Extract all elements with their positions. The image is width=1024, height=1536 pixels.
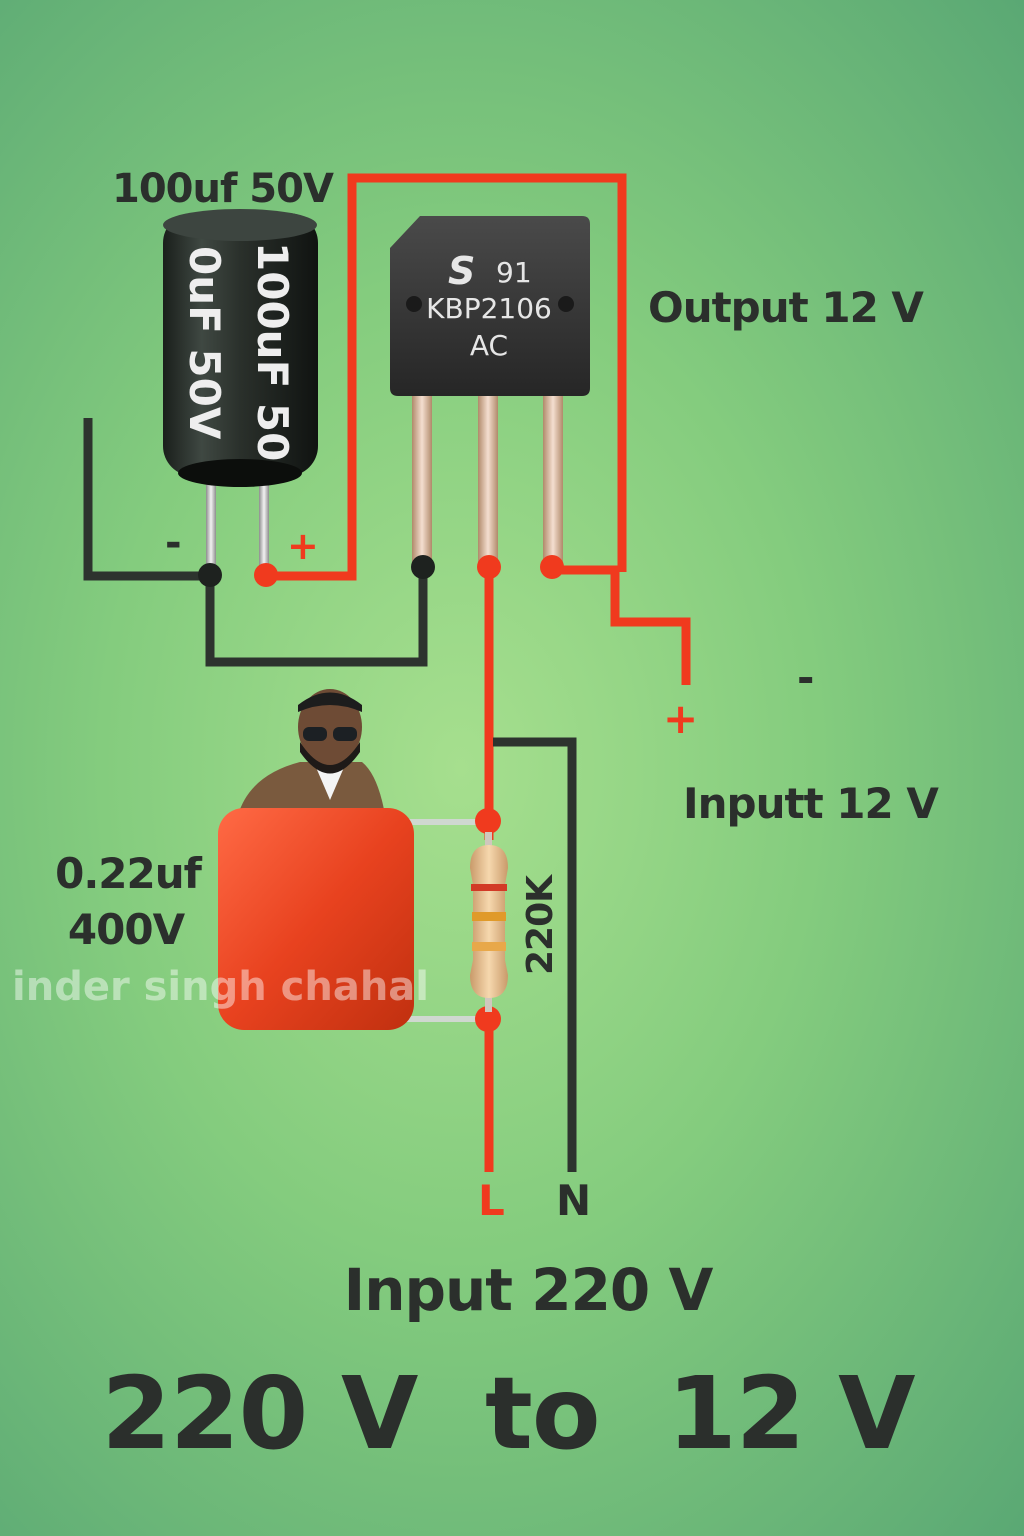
junction-resistor-top — [475, 808, 501, 834]
cap-minus-sign: - — [165, 520, 181, 566]
resistor-label: 220K — [520, 874, 561, 975]
wire-bridge-to-input-plus — [552, 565, 691, 685]
line-label: L — [478, 1176, 505, 1225]
wire-neutral — [493, 737, 577, 1172]
bridge-part: KBP2106 — [426, 292, 552, 325]
wire-cap-minus-stub — [83, 418, 210, 581]
headline: 220 V to 12 V — [101, 1355, 915, 1472]
neutral-label: N — [556, 1176, 590, 1225]
bridge-logo: S — [448, 249, 475, 293]
person-photo — [238, 689, 385, 815]
junction-cap-plus — [254, 563, 278, 587]
input-ac-label: Input 220 V — [344, 1256, 714, 1324]
film-cap-value-label: 0.22uf — [55, 849, 203, 898]
input-plus-sign: + — [663, 694, 698, 743]
resistor-220k — [470, 832, 508, 1012]
film-cap-voltage-label: 400V — [68, 905, 186, 954]
cap-plus-sign: + — [287, 524, 319, 568]
watermark: inder singh chahal — [12, 964, 429, 1010]
wire-cap-plus-to-output — [266, 173, 627, 581]
bridge-rectifier: S 91 KBP2106 AC — [390, 216, 590, 570]
input-minus-sign: - — [797, 653, 813, 702]
junction-cap-minus — [198, 563, 222, 587]
junction-bridge-ac — [477, 555, 501, 579]
junction-bridge-plus — [540, 555, 564, 579]
junction-resistor-bottom — [475, 1006, 501, 1032]
film-capacitor — [218, 808, 414, 1030]
bridge-type: AC — [470, 329, 508, 362]
cap-body-line2: 0uF 50V — [180, 246, 229, 440]
bridge-code: 91 — [496, 256, 532, 289]
input-dc-label: Inputt 12 V — [683, 779, 939, 828]
output-label: Output 12 V — [648, 283, 924, 332]
junction-bridge-minus — [411, 555, 435, 579]
cap-body-line1: 100uF 50 — [248, 242, 297, 461]
wire-cap-minus-to-bridge — [205, 570, 428, 667]
electrolytic-capacitor: 100uF 50 0uF 50V — [163, 209, 318, 573]
electrolytic-cap-label: 100uf 50V — [112, 166, 334, 212]
